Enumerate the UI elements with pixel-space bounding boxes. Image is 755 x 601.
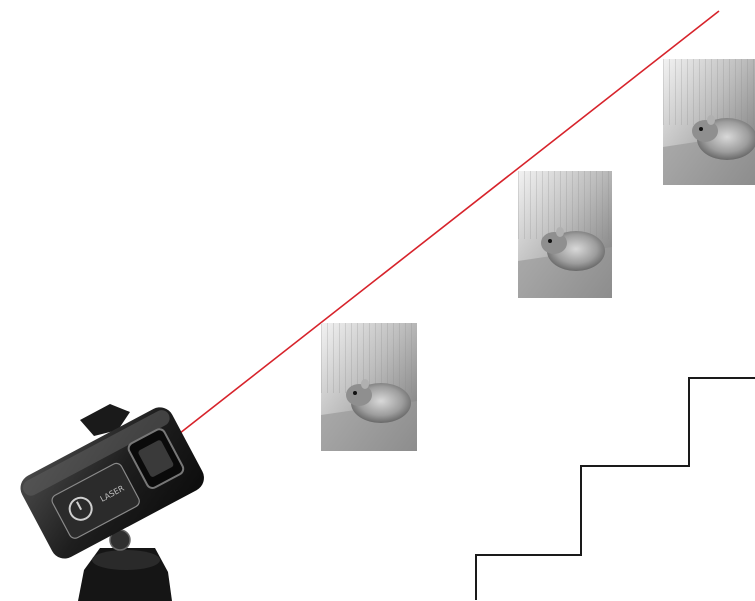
gerbil-photo — [321, 323, 417, 451]
gerbil-photo — [663, 59, 755, 185]
gerbil-photo — [518, 171, 612, 298]
laser-beam — [175, 11, 719, 437]
staircase-outline — [476, 378, 755, 600]
laser-meter-device: LASER — [16, 402, 209, 601]
